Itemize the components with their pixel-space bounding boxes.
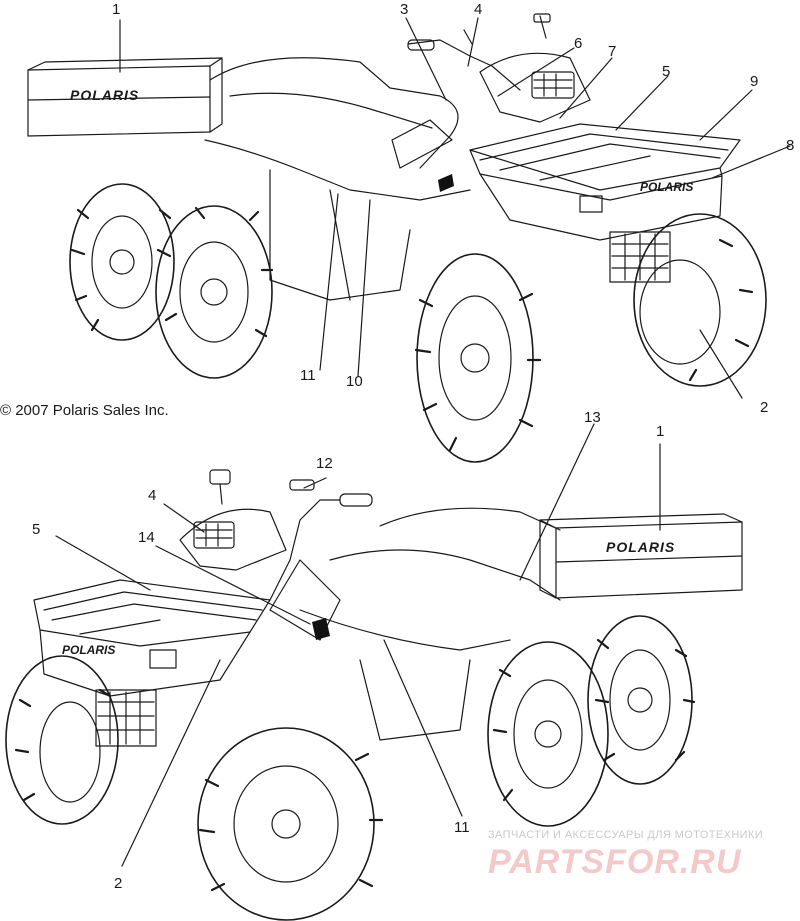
callout-bottom-13: 13 [584, 409, 601, 426]
callout-bottom-12: 12 [316, 455, 333, 472]
callout-top-6: 6 [574, 35, 583, 52]
top-atv-drawing [27, 13, 791, 463]
callout-bottom-1: 1 [656, 423, 665, 440]
callout-bottom-11: 11 [454, 819, 470, 836]
callout-top-5: 5 [662, 63, 671, 80]
callout-top-9: 9 [750, 73, 759, 90]
callout-top-11: 11 [300, 367, 316, 384]
watermark-tagline: ЗАПЧАСТИ И АКСЕССУАРЫ ДЛЯ МОТОТЕХНИКИ [488, 829, 764, 841]
callout-top-7: 7 [608, 43, 617, 60]
callout-top-3: 3 [400, 1, 409, 18]
front-bumper-decal-bottom: POLARIS [62, 643, 116, 657]
front-bumper-decal-top: POLARIS [640, 180, 694, 194]
callout-top-1: 1 [112, 1, 121, 18]
callout-top-10: 10 [346, 373, 363, 390]
bottom-atv-drawing [5, 423, 743, 921]
callout-bottom-4: 4 [148, 487, 157, 504]
cargo-box-decal-bottom: POLARIS [606, 539, 676, 555]
watermark-logo: PARTSFOR.RU [488, 843, 742, 881]
callout-bottom-14: 14 [138, 529, 155, 546]
callout-top-4: 4 [474, 1, 483, 18]
callout-top-8: 8 [786, 137, 795, 154]
callout-bottom-5: 5 [32, 521, 41, 538]
callout-top-2: 2 [760, 399, 769, 416]
callout-bottom-2: 2 [114, 875, 123, 892]
copyright-text: © 2007 Polaris Sales Inc. [0, 402, 169, 419]
cargo-box-decal-top: POLARIS [70, 87, 140, 103]
